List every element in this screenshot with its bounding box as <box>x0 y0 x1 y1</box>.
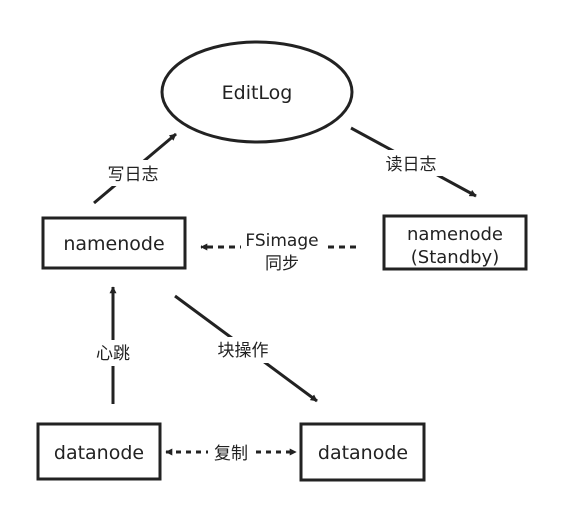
standby-namenode-label-line2: (Standby) <box>411 247 499 268</box>
standby-namenode-box <box>382 214 528 271</box>
edge-block-ops: 块操作 <box>174 294 318 403</box>
datanode-right-box <box>299 422 426 482</box>
read-log-label: 读日志 <box>386 155 437 175</box>
datanode-right-node: datanode <box>299 422 426 482</box>
fsimage-sync-label-line2: 同步 <box>265 254 299 274</box>
edge-fsimage-sync: FSimage 同步 <box>200 229 356 275</box>
editlog-node: EditLog <box>160 40 354 144</box>
replicate-label: 复制 <box>214 444 248 464</box>
write-log-label: 写日志 <box>108 165 159 185</box>
datanode-left-node: datanode <box>36 422 162 481</box>
datanode-left-box <box>36 422 162 481</box>
standby-namenode-node: namenode (Standby) <box>382 214 528 271</box>
edge-heartbeat: 心跳 <box>89 286 137 404</box>
namenode-node: namenode <box>41 216 187 270</box>
editlog-ellipse <box>160 40 354 144</box>
namenode-label: namenode <box>63 233 164 255</box>
edge-read-log: 读日志 <box>350 126 477 198</box>
edge-replicate: 复制 <box>165 440 297 466</box>
heartbeat-label: 心跳 <box>96 344 130 364</box>
block-ops-label: 块操作 <box>218 341 269 361</box>
editlog-label: EditLog <box>222 82 293 104</box>
standby-namenode-label-line1: namenode <box>407 224 503 245</box>
fsimage-sync-label-line1: FSimage <box>245 231 318 251</box>
datanode-right-label: datanode <box>318 442 408 464</box>
edge-write-log: 写日志 <box>93 132 177 205</box>
namenode-box <box>41 216 187 270</box>
datanode-left-label: datanode <box>54 442 144 464</box>
